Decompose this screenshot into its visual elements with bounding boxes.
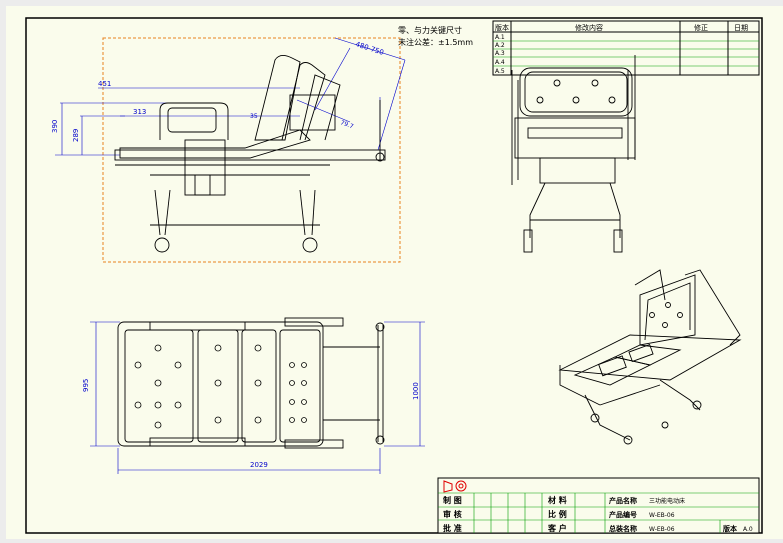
scale-label: 比 例 [548, 509, 567, 519]
version-label: 版本 [723, 524, 737, 533]
product-code-value: W-EB-06 [649, 512, 675, 519]
dim-451: 451 [98, 80, 111, 88]
note-line-1: 零、与力关键尺寸 [398, 25, 462, 35]
product-name-value: 三功能电动床 [649, 497, 685, 505]
rev-header-fix: 修正 [694, 23, 708, 32]
projection-symbol-icon [443, 480, 467, 493]
version-value: A.0 [743, 526, 753, 533]
assembly-label: 总装名称 [609, 524, 637, 533]
side-view: 451 313 390 289 35 79.7 480-750 [51, 37, 406, 263]
dim-390: 390 [51, 120, 59, 133]
assembly-value: W-EB-06 [649, 526, 675, 533]
material-label: 材 料 [548, 495, 567, 505]
customer-label: 客 户 [547, 523, 567, 533]
dim-79-7: 79.7 [339, 119, 354, 130]
note-line-2: 未注公差：±1.5mm [398, 37, 473, 47]
isometric-view [558, 269, 742, 445]
drawing-notes: 零、与力关键尺寸 未注公差：±1.5mm [398, 25, 473, 47]
title-block: 制 图 审 核 批 准 材 料 比 例 客 户 产品名称 三功能电动床 产品编号… [437, 477, 760, 534]
approved-by-label: 批 准 [443, 523, 462, 533]
rev-row-1: A.1 [495, 34, 505, 41]
dim-289: 289 [72, 129, 80, 142]
rev-row-5: A.5 [495, 68, 505, 75]
rev-row-2: A.2 [495, 42, 505, 49]
checked-by-label: 审 核 [443, 509, 462, 519]
drawing-border [25, 17, 763, 534]
made-by-label: 制 图 [443, 495, 462, 505]
revision-table: 版本 修改内容 修正 日期 A.1 A.2 A.3 A.4 A.5 [492, 20, 760, 76]
rev-header-date: 日期 [734, 24, 748, 32]
dim-35: 35 [250, 113, 258, 120]
plan-view: 995 2029 1000 [82, 317, 425, 474]
rev-row-4: A.4 [495, 59, 505, 66]
dim-995: 995 [82, 379, 90, 392]
rev-header-content: 修改内容 [575, 23, 603, 32]
dim-1000: 1000 [412, 382, 420, 400]
product-name-label: 产品名称 [609, 496, 637, 505]
dim-2029: 2029 [250, 461, 268, 469]
rev-header-version: 版本 [495, 23, 509, 32]
dim-313: 313 [133, 108, 146, 116]
product-code-label: 产品编号 [609, 510, 637, 519]
side-view-bounding-box [102, 37, 401, 263]
rev-row-3: A.3 [495, 50, 505, 57]
front-view [511, 55, 636, 253]
